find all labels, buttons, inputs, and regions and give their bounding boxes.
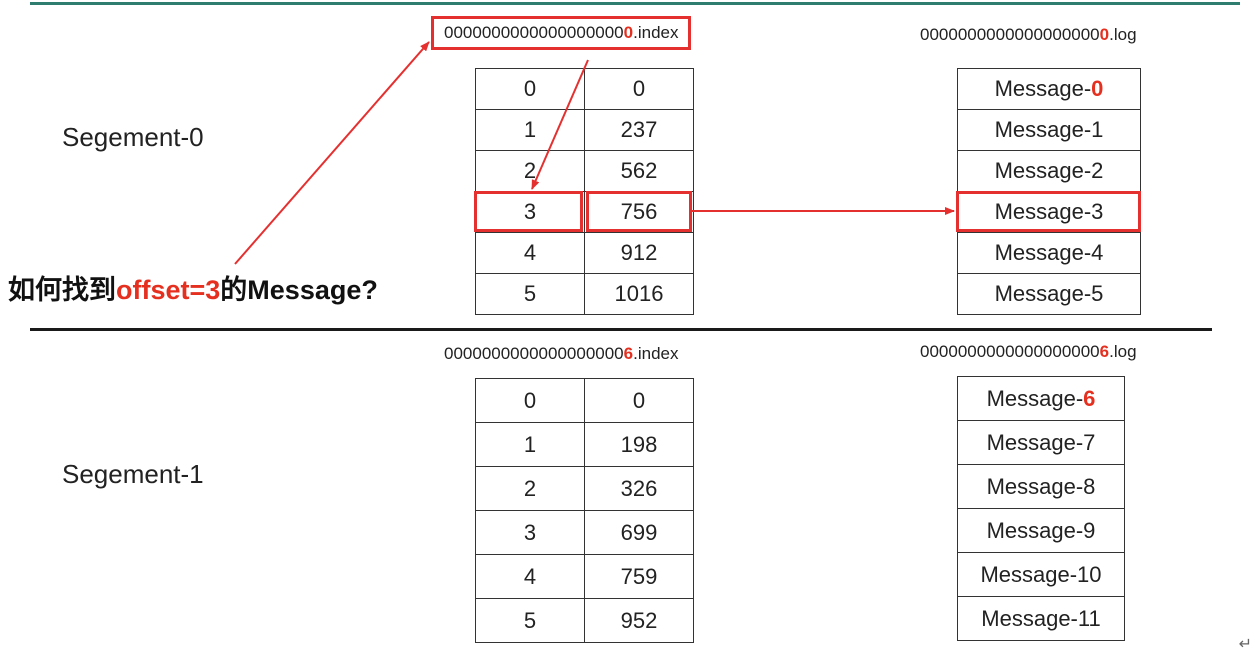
message-cell: Message-3 [957, 191, 1141, 233]
table-row: Message-8 [957, 464, 1125, 509]
table-row: Message-3 [957, 191, 1141, 233]
index-offset-cell: 4 [475, 554, 585, 599]
table-row: Message-7 [957, 420, 1125, 465]
segment-0-label: Segement-0 [62, 122, 204, 152]
message-text: Message-11 [981, 605, 1101, 631]
message-cell: Message-2 [957, 150, 1141, 192]
message-text: Message-10 [980, 561, 1102, 587]
filename-prefix: 0000000000000000000 [920, 342, 1100, 361]
message-cell: Message-9 [957, 508, 1125, 553]
highlight-offset-cell [474, 191, 583, 232]
message-highlight: 0 [1091, 76, 1104, 101]
filename-suffix: .log [1109, 25, 1137, 44]
message-text: Message- [986, 385, 1084, 411]
top-rule [30, 2, 1240, 5]
message-cell: Message-7 [957, 420, 1125, 465]
segment-divider [30, 328, 1212, 331]
filename-highlight: 0 [1099, 25, 1110, 44]
message-cell: Message-11 [957, 596, 1125, 641]
segment-1-log-filename: 00000000000000000006.log [920, 342, 1137, 362]
segment-1-label: Segement-1 [62, 459, 204, 489]
index-position-cell: 912 [584, 232, 694, 274]
filename-prefix: 0000000000000000000 [920, 25, 1100, 44]
lookup-question: 如何找到offset=3的Message? [8, 268, 378, 307]
filename-suffix: .index [633, 344, 679, 363]
question-text: 如何找到 [8, 275, 116, 305]
index-position-cell: 0 [584, 378, 694, 423]
segment-0-log-table: Message-0 Message-1 Message-2 Message-3 … [957, 68, 1141, 315]
index-offset-cell: 5 [475, 598, 585, 643]
filename-prefix: 0000000000000000000 [444, 23, 624, 42]
index-position-cell: 0 [584, 68, 694, 110]
index-offset-cell: 5 [475, 273, 585, 315]
index-offset-cell: 2 [475, 150, 585, 192]
segment-1-index-filename: 00000000000000000006.index [444, 344, 678, 364]
message-text: Message- [994, 76, 1092, 101]
table-row: Message-4 [957, 232, 1141, 274]
question-text: 的Message? [220, 275, 378, 305]
highlight-message-cell [956, 191, 1141, 232]
table-row: Message-6 [957, 376, 1125, 421]
filename-highlight: 0 [623, 23, 634, 42]
filename-highlight: 6 [623, 344, 634, 363]
segment-0-log-filename: 00000000000000000000.log [920, 25, 1137, 45]
message-text: Message-5 [994, 281, 1104, 306]
arrow-index-file-to-offset [531, 59, 589, 190]
segment-1-log-table: Message-6 Message-7 Message-8 Message-9 … [957, 376, 1125, 641]
message-text: Message-2 [994, 158, 1104, 183]
index-position-cell: 237 [584, 109, 694, 151]
message-highlight: 6 [1083, 385, 1096, 411]
index-offset-cell: 3 [475, 191, 585, 233]
table-row: Message-2 [957, 150, 1141, 192]
message-text: Message-9 [986, 517, 1096, 543]
arrow-question-to-index-file [234, 41, 430, 265]
table-row: Message-5 [957, 273, 1141, 315]
index-offset-cell: 2 [475, 466, 585, 511]
segment-0-index-filename: 00000000000000000000.index [431, 16, 692, 50]
message-text: Message-1 [994, 117, 1104, 142]
filename-suffix: .index [633, 23, 679, 42]
filename-prefix: 0000000000000000000 [444, 344, 624, 363]
message-cell: Message-8 [957, 464, 1125, 509]
message-cell: Message-5 [957, 273, 1141, 315]
index-offset-cell: 0 [475, 378, 585, 423]
message-text: Message-7 [986, 429, 1096, 455]
message-cell: Message-6 [957, 376, 1125, 421]
filename-suffix: .log [1109, 342, 1137, 361]
table-row: Message-11 [957, 596, 1125, 641]
message-cell: Message-4 [957, 232, 1141, 274]
index-position-cell: 952 [584, 598, 694, 643]
highlight-position-cell [586, 191, 692, 232]
message-text: Message-3 [994, 199, 1104, 224]
question-offset: offset=3 [116, 275, 221, 305]
index-position-cell: 1016 [584, 273, 694, 315]
filename-highlight: 6 [1099, 342, 1110, 361]
index-position-cell: 198 [584, 422, 694, 467]
message-cell: Message-1 [957, 109, 1141, 151]
message-text: Message-8 [986, 473, 1096, 499]
table-row: Message-1 [957, 109, 1141, 151]
index-position-cell: 699 [584, 510, 694, 555]
table-row: Message-9 [957, 508, 1125, 553]
index-offset-cell: 1 [475, 109, 585, 151]
index-position-cell: 759 [584, 554, 694, 599]
return-mark: ↵ [1238, 636, 1252, 653]
message-text: Message-4 [994, 240, 1104, 265]
